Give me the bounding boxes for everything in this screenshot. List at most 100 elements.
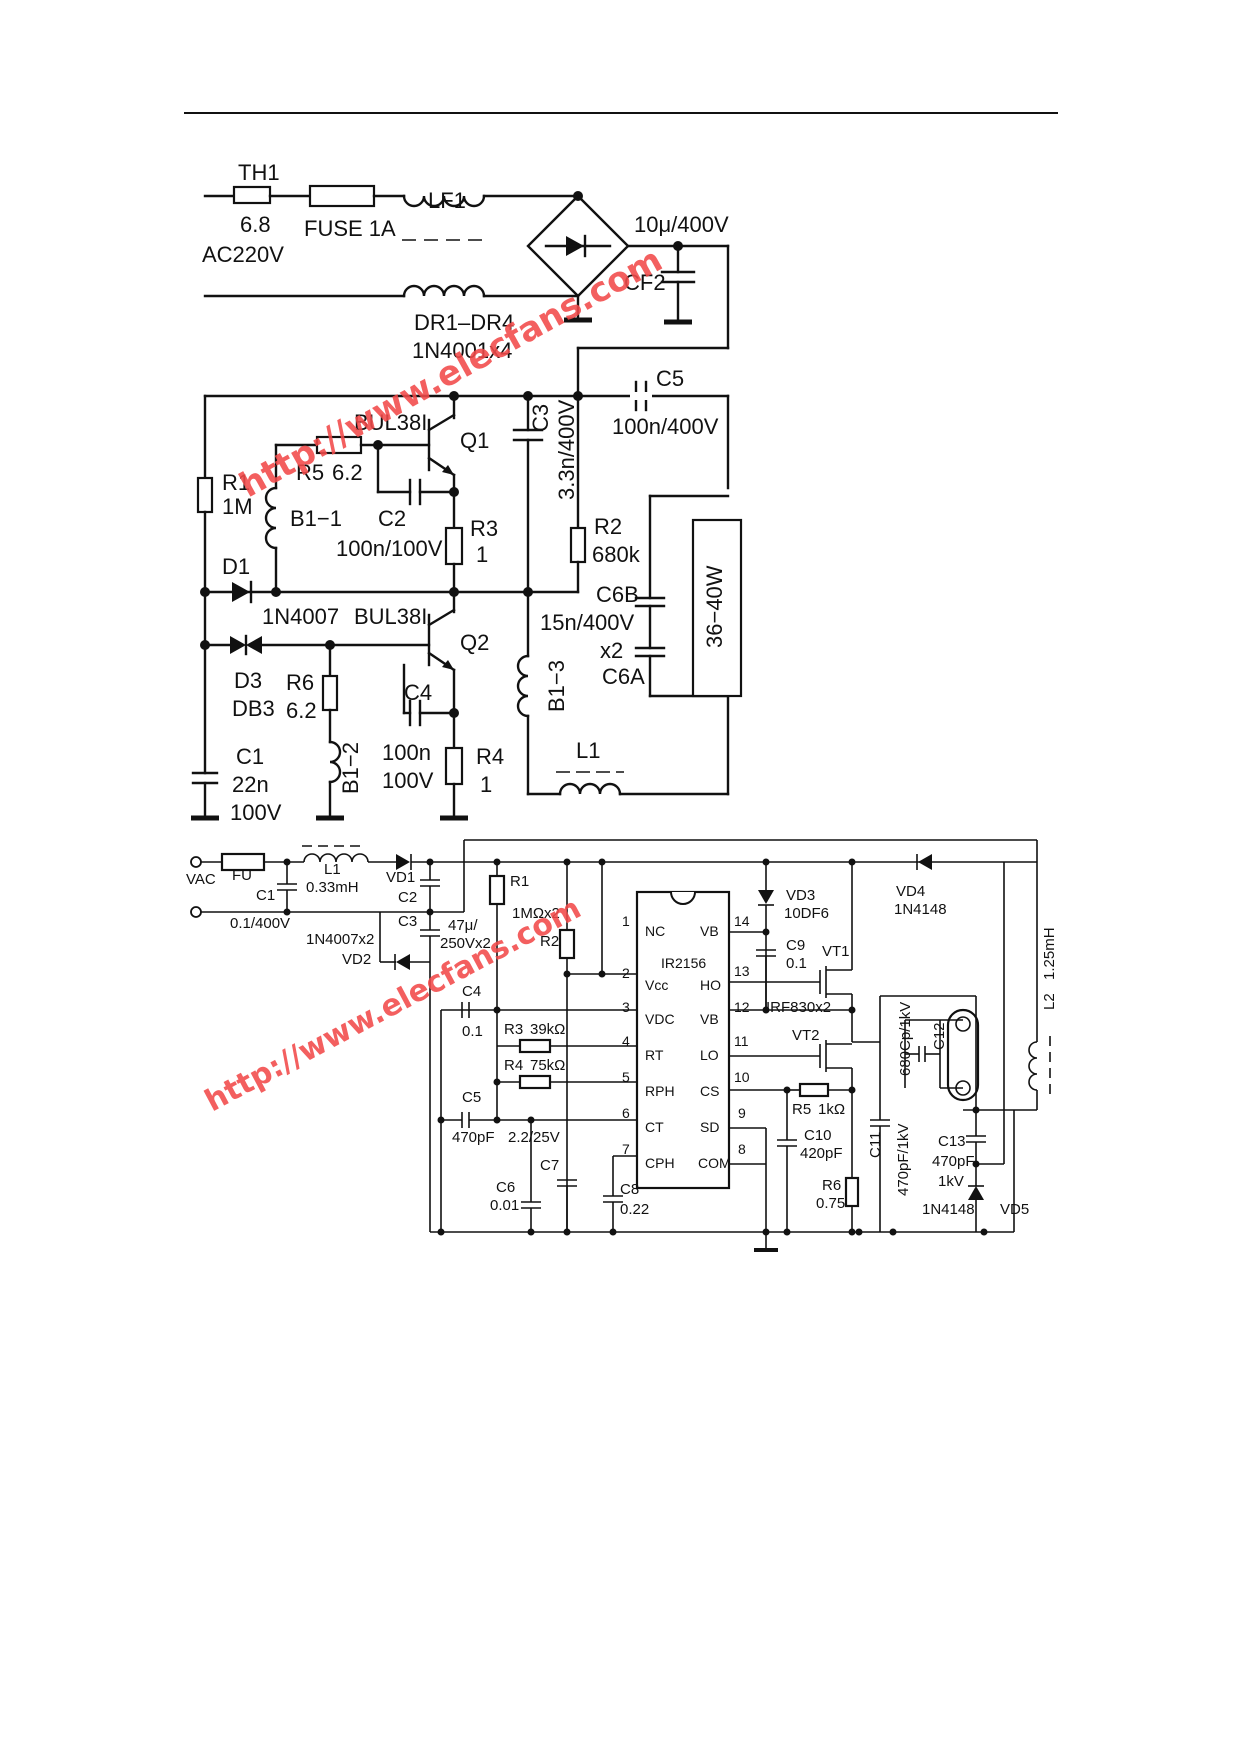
label-vd5-val: 1N4148 bbox=[922, 1201, 975, 1218]
label-d3: D3 bbox=[234, 668, 262, 693]
label-l1: L1 bbox=[576, 738, 600, 763]
ic-pin-4-name: RT bbox=[645, 1047, 664, 1063]
resistor-r6-bottom bbox=[844, 1176, 860, 1208]
ic-pin-12-name: VB bbox=[700, 1011, 719, 1027]
top-circuit bbox=[191, 184, 743, 821]
fluorescent-lamp-36-40w bbox=[691, 518, 743, 698]
label-r4: R4 bbox=[476, 744, 504, 769]
transformer-b1-1 bbox=[264, 486, 278, 550]
label-vt1: VT1 bbox=[822, 943, 850, 960]
label-c23-val1: 47μ/ bbox=[448, 917, 478, 934]
label-r2-val: 680k bbox=[592, 542, 641, 567]
label-c11-val: 470pF/1kV bbox=[895, 1123, 912, 1196]
inductor-l1-bottom bbox=[303, 853, 369, 863]
label-q1: Q1 bbox=[460, 428, 489, 453]
label-d1: D1 bbox=[222, 554, 250, 579]
label-bridge-val: 1N4001x4 bbox=[412, 338, 512, 363]
resistor-r5-bottom bbox=[798, 1082, 830, 1098]
label-c5-bottom-val: 470pF bbox=[452, 1129, 495, 1146]
label-c1-val2: 100V bbox=[230, 800, 282, 825]
label-c13-val1: 470pF bbox=[932, 1153, 975, 1170]
ic-pin-13-num: 13 bbox=[734, 963, 750, 979]
label-c10: C10 bbox=[804, 1127, 832, 1144]
resistor-r3 bbox=[444, 526, 464, 566]
label-c13-val2: 1kV bbox=[938, 1173, 964, 1190]
label-c3-bottom: C3 bbox=[398, 913, 417, 930]
label-c6-bottom-val: 0.01 bbox=[490, 1197, 519, 1214]
label-q2-part: BUL38I bbox=[354, 604, 427, 629]
label-r3: R3 bbox=[470, 516, 498, 541]
fluorescent-tube bbox=[946, 1008, 980, 1102]
ic-pin-6-name: CT bbox=[645, 1119, 664, 1135]
label-c1-val1: 22n bbox=[232, 772, 269, 797]
label-c3: C3 bbox=[528, 404, 553, 432]
label-c9: C9 bbox=[786, 937, 805, 954]
label-cap-in: 10μ/400V bbox=[634, 212, 729, 237]
thermistor-th1 bbox=[232, 185, 272, 205]
ic-pin-1-num: 1 bbox=[622, 913, 630, 929]
ic-pin-3-num: 3 bbox=[622, 999, 630, 1015]
label-c9-val: 0.1 bbox=[786, 955, 807, 972]
label-b1-2: B1−2 bbox=[338, 742, 363, 794]
label-c4-bottom: C4 bbox=[462, 983, 481, 1000]
label-lamp: 36−40W bbox=[702, 565, 727, 648]
label-c7: C7 bbox=[540, 1157, 559, 1174]
label-c2-bottom: C2 bbox=[398, 889, 417, 906]
label-c6b: C6B bbox=[596, 582, 639, 607]
label-vd1: VD1 bbox=[386, 869, 415, 886]
ic-ir2156 bbox=[635, 890, 731, 1190]
label-vd3: VD3 bbox=[786, 887, 815, 904]
inductor-l1 bbox=[558, 782, 622, 796]
label-b1-3: B1−3 bbox=[544, 660, 569, 712]
label-c1-bottom: C1 bbox=[256, 887, 275, 904]
ic-pin-12-num: 12 bbox=[734, 999, 750, 1015]
label-c6-x2: x2 bbox=[600, 638, 623, 663]
label-r4-val: 1 bbox=[480, 772, 492, 797]
transformer-b1-2 bbox=[328, 740, 342, 784]
ic-pin-3-name: VDC bbox=[645, 1011, 675, 1027]
ic-pin-13-name: HO bbox=[700, 977, 721, 993]
ic-pin-7-name: CPH bbox=[645, 1155, 675, 1171]
label-fuse: FUSE 1A bbox=[304, 216, 396, 241]
label-ic: IR2156 bbox=[661, 955, 706, 971]
resistor-r1 bbox=[196, 476, 214, 514]
label-ac: AC220V bbox=[202, 242, 284, 267]
label-c6-val: 15n/400V bbox=[540, 610, 635, 635]
label-c4-val2: 100V bbox=[382, 768, 434, 793]
label-r4-bottom-val: 75kΩ bbox=[530, 1057, 565, 1074]
ic-pin-9-num: 9 bbox=[738, 1105, 746, 1121]
label-r2-bottom: R2 bbox=[540, 933, 559, 950]
fuse bbox=[308, 184, 376, 208]
label-c12: C12 bbox=[931, 1022, 948, 1050]
label-r3-bottom-val: 39kΩ bbox=[530, 1021, 565, 1038]
label-r5-bottom-val: 1kΩ bbox=[818, 1101, 845, 1118]
label-vd3-val: 10DF6 bbox=[784, 905, 829, 922]
label-vd2: VD2 bbox=[342, 951, 371, 968]
label-c6a: C6A bbox=[602, 664, 645, 689]
ic-pin-11-name: LO bbox=[700, 1047, 719, 1063]
label-r2: R2 bbox=[594, 514, 622, 539]
label-r6-bottom-val: 0.75 bbox=[816, 1195, 845, 1212]
ic-pin-9-name: SD bbox=[700, 1119, 719, 1135]
label-b1-1: B1−1 bbox=[290, 506, 342, 531]
label-c11: C11 bbox=[867, 1132, 884, 1158]
ic-pin-5-num: 5 bbox=[622, 1069, 630, 1085]
ic-pin-7-num: 7 bbox=[622, 1141, 630, 1157]
label-c4: C4 bbox=[404, 680, 432, 705]
ic-pin-8-name: COM bbox=[698, 1155, 731, 1171]
transformer-b1-3 bbox=[516, 654, 530, 718]
label-c1: C1 bbox=[236, 744, 264, 769]
label-r4-bottom: R4 bbox=[504, 1057, 523, 1074]
label-r5: R5 bbox=[296, 460, 324, 485]
label-c23-val2: 250Vx2 bbox=[440, 935, 491, 952]
ic-right-pins: VB 14 HO 13 VB 12 LO 11 CS 10 SD 9 COM 8 bbox=[698, 913, 750, 1171]
resistor-r6 bbox=[321, 674, 339, 712]
label-c1-bottom-val: 0.1/400V bbox=[230, 915, 290, 932]
watermark-top: http://www.elecfans.com bbox=[233, 240, 669, 506]
label-r5-bottom: R5 bbox=[792, 1101, 811, 1118]
label-r1: R1 bbox=[222, 470, 250, 495]
label-th1-val: 6.8 bbox=[240, 212, 271, 237]
ic-pin-5-name: RPH bbox=[645, 1083, 675, 1099]
label-vd4: VD4 bbox=[896, 883, 925, 900]
label-vd5: VD5 bbox=[1000, 1201, 1029, 1218]
